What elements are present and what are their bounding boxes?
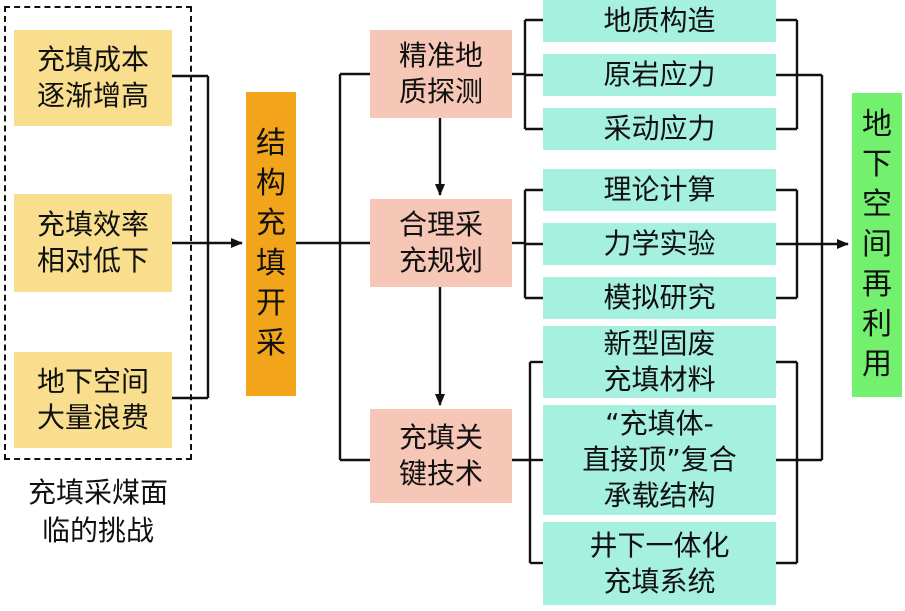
challenges-caption: 充填采煤面 临的挑战: [27, 476, 168, 547]
detail-geological-structure: 地质构造: [543, 0, 776, 42]
detail-theoretical-calculation: 理论计算: [543, 169, 776, 211]
step-key-backfill-technology: 充填关 键技术: [370, 409, 512, 503]
challenge-space-waste: 地下空间 大量浪费: [14, 352, 172, 448]
challenge-cost: 充填成本 逐渐增高: [14, 30, 172, 126]
detail-in-situ-stress: 原岩应力: [543, 54, 776, 96]
detail-composite-bearing-structure: “充填体- 直接顶”复合 承载结构: [543, 405, 776, 515]
challenges-group: [4, 6, 192, 460]
detail-mechanical-experiment: 力学实验: [543, 223, 776, 265]
step-mining-backfill-planning: 合理采 充规划: [370, 199, 512, 287]
detail-integrated-underground-system: 井下一体化 充填系统: [543, 522, 776, 605]
step-geological-detection: 精准地 质探测: [370, 30, 512, 118]
detail-simulation-study: 模拟研究: [543, 277, 776, 319]
structural-backfill-mining-box: 结 构 充 填 开 采: [246, 92, 296, 396]
underground-space-reuse-box: 地 下 空 间 再 利 用: [852, 93, 902, 397]
challenge-efficiency: 充填效率 相对低下: [14, 194, 172, 292]
detail-mining-induced-stress: 采动应力: [543, 108, 776, 150]
detail-new-solid-waste-material: 新型固废 充填材料: [543, 326, 776, 398]
